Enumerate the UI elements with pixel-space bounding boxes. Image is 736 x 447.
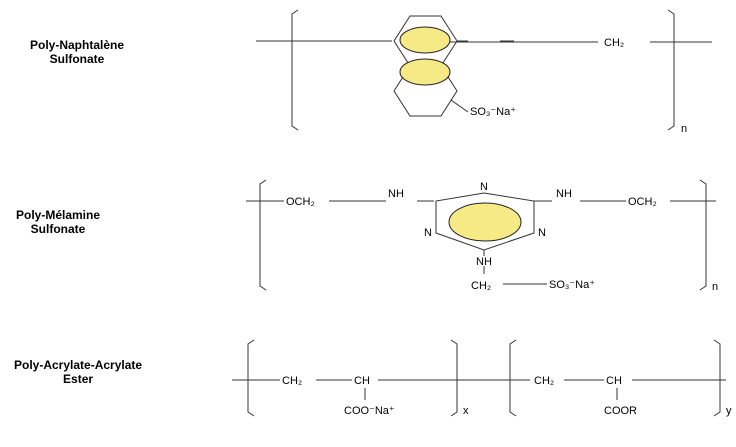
label-repeat-n: n: [681, 123, 687, 135]
structure-naphthalene: [256, 9, 712, 131]
label-n-left: N: [424, 227, 432, 239]
polymer-3-name-line1: Poly-Acrylate-Acrylate: [14, 358, 143, 372]
structure-melamine: [246, 179, 716, 291]
aromatic-ring-icon: [399, 26, 451, 54]
polymer-1-name-line2: Sulfonate: [49, 52, 105, 66]
polymer-1-name-line1: Poly-Naphtalène: [30, 38, 125, 52]
label-ch2-b: CH₂: [534, 375, 554, 387]
bracket-right-x: [450, 339, 458, 417]
bracket-left: [259, 179, 267, 291]
structure-acrylate: [232, 339, 726, 417]
aromatic-ring-icon: [399, 58, 451, 86]
label-n-right: N: [538, 227, 546, 239]
aromatic-ring-icon: [448, 202, 522, 242]
label-nh-left: NH: [388, 188, 404, 200]
bracket-right-y: [713, 339, 721, 417]
label-och2-right: OCH₂: [628, 196, 657, 208]
label-so3na: SO₃⁻Na⁺: [549, 279, 595, 291]
label-ch2-bottom: CH₂: [471, 280, 491, 292]
polymer-2-name-line2: Sulfonate: [30, 222, 86, 236]
bracket-left-y: [509, 339, 517, 417]
label-nh-bottom: NH: [476, 256, 492, 268]
label-coor: COOR: [604, 405, 637, 417]
bracket-left-x: [247, 339, 255, 417]
label-och2-left: OCH₂: [286, 196, 315, 208]
label-nh-right: NH: [556, 188, 572, 200]
polymer-2-name-line1: Poly-Mélamine: [16, 208, 101, 222]
bracket-right: [699, 179, 707, 291]
label-repeat-x: x: [463, 405, 469, 417]
label-n-top: N: [480, 181, 488, 193]
bracket-right: [667, 9, 675, 131]
label-ch-b: CH: [606, 375, 622, 387]
polymer-3-name-line2: Ester: [63, 372, 94, 386]
label-ch2: CH₂: [604, 37, 624, 49]
label-coo-na: COO⁻Na⁺: [344, 405, 395, 417]
bracket-left: [291, 9, 299, 131]
label-repeat-y: y: [726, 405, 732, 417]
label-ch2-a: CH₂: [282, 375, 302, 387]
label-repeat-n: n: [712, 281, 718, 293]
label-so3na: SO₃⁻Na⁺: [470, 106, 516, 118]
label-ch-a: CH: [354, 375, 370, 387]
ring-so3-bond: [450, 99, 469, 113]
